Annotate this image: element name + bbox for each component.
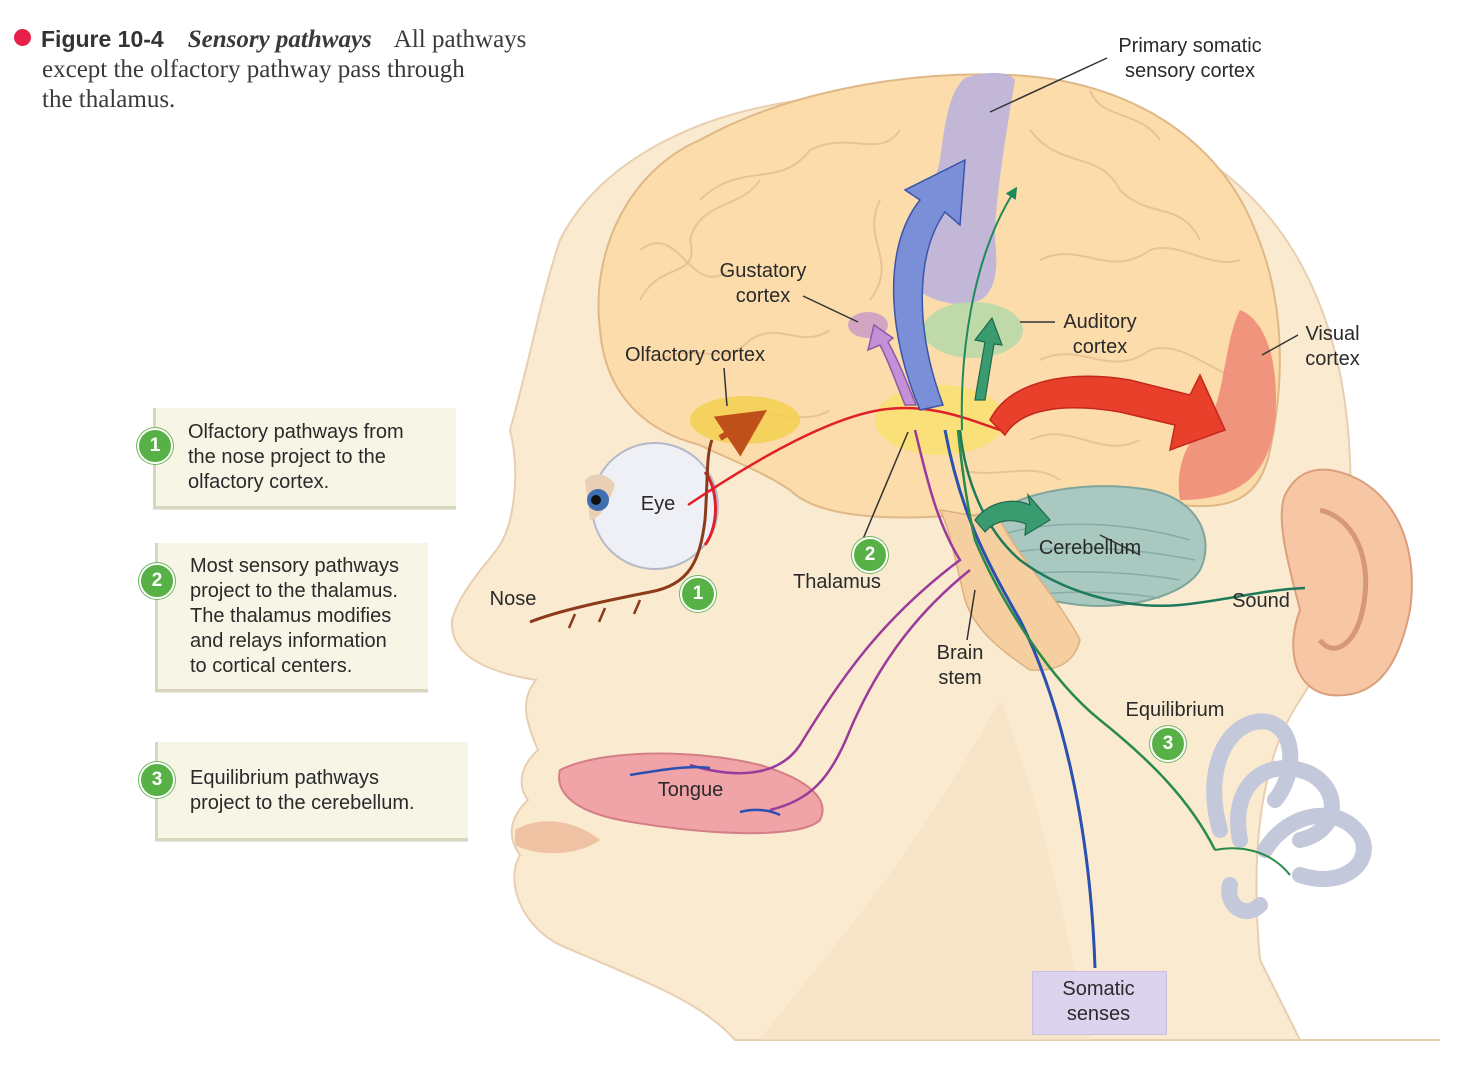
pupil xyxy=(591,495,601,505)
label-eye: Eye xyxy=(640,493,676,515)
diagram-badge-olfactory: 1 xyxy=(680,576,716,612)
somatic-cortex-region xyxy=(917,72,1015,305)
olfactory-arrow xyxy=(713,410,767,457)
olfactory-cortex-region xyxy=(690,396,800,444)
gustatory-pathway-1 xyxy=(689,429,962,775)
tongue-nerve-1 xyxy=(629,765,711,777)
label-line: Visual xyxy=(1305,323,1360,345)
label-cerebellum: Cerebellum xyxy=(1038,537,1142,559)
label-line: senses xyxy=(1066,1003,1131,1025)
callout-line: Olfactory pathways from xyxy=(188,421,404,443)
label-line: cortex xyxy=(735,285,791,307)
callout-equilibrium: Equilibrium pathways project to the cere… xyxy=(155,742,468,841)
callout-badge-1: 1 xyxy=(137,428,173,464)
caption-text-line3: the thalamus. xyxy=(42,86,176,113)
label-line: Brain xyxy=(936,642,984,664)
callout-line: Equilibrium pathways xyxy=(190,767,379,789)
olfactory-pathway xyxy=(529,439,714,624)
label-line: Primary somatic xyxy=(1118,35,1262,57)
neck-shading xyxy=(760,700,1090,1040)
gustatory-arrow xyxy=(866,323,918,406)
callout-thalamus: Most sensory pathways project to the tha… xyxy=(155,543,428,692)
callout-line: project to the thalamus. xyxy=(190,580,398,602)
label-visual-cortex: Visual cortex xyxy=(1290,322,1375,372)
figure-title: Sensory pathways xyxy=(187,26,372,53)
callout-badge-2: 2 xyxy=(139,563,175,599)
inner-ear xyxy=(1206,713,1372,919)
auditory-cortex-region xyxy=(923,302,1023,358)
ear-inner-fold xyxy=(1317,507,1369,651)
auditory-arrow xyxy=(973,316,1003,401)
callout-line: the nose project to the xyxy=(188,446,386,468)
diagram-badge-equilibrium: 3 xyxy=(1150,726,1186,762)
label-line: sensory cortex xyxy=(1124,60,1256,82)
callout-line: olfactory cortex. xyxy=(188,471,330,493)
label-line: Gustatory xyxy=(719,260,807,282)
label-somatic-senses: Somatic senses xyxy=(1032,977,1165,1027)
figure-number: Figure 10-4 xyxy=(41,26,164,52)
label-auditory-cortex: Auditory cortex xyxy=(1045,310,1155,360)
somatic-senses-box xyxy=(1032,971,1167,1035)
lower-lip xyxy=(515,821,600,854)
equilibrium-inner-ear-branch xyxy=(1214,847,1291,876)
somatic-arrow xyxy=(892,158,966,411)
brain-stem xyxy=(938,509,1081,671)
label-equilibrium: Equilibrium xyxy=(1125,699,1225,721)
cerebellum-arrow xyxy=(974,492,1051,537)
callout-thalamus-text: Most sensory pathways project to the tha… xyxy=(190,554,399,679)
label-line: cortex xyxy=(1072,336,1128,358)
callout-line: Most sensory pathways xyxy=(190,555,399,577)
callout-line: to cortical centers. xyxy=(190,655,353,677)
label-sound: Sound xyxy=(1232,590,1290,612)
visual-pathway xyxy=(687,406,1001,507)
caption-bullet-icon xyxy=(14,29,31,46)
callout-line: and relays information xyxy=(190,630,387,652)
equilibrium-pathway xyxy=(956,429,1217,851)
callout-line: project to the cerebellum. xyxy=(190,792,415,814)
callout-badge-3: 3 xyxy=(139,762,175,798)
label-gustatory-cortex: Gustatory cortex xyxy=(703,259,823,309)
label-brain-stem: Brain stem xyxy=(925,641,995,691)
caption-text-line1: All pathways xyxy=(393,26,527,53)
visual-cortex-region xyxy=(1178,310,1276,500)
callout-olfactory-text: Olfactory pathways from the nose project… xyxy=(188,420,404,495)
label-tongue: Tongue xyxy=(657,779,724,801)
nose-receptor-branches xyxy=(567,599,642,629)
label-thalamus: Thalamus xyxy=(793,571,881,593)
diagram-badge-thalamus: 2 xyxy=(852,537,888,573)
label-olfactory-cortex: Olfactory cortex xyxy=(624,344,766,366)
tongue-nerve-2 xyxy=(739,808,781,817)
callout-equilibrium-text: Equilibrium pathways project to the cere… xyxy=(190,766,415,816)
outer-ear xyxy=(1280,468,1413,697)
visual-arrow xyxy=(989,373,1227,452)
label-line: Auditory xyxy=(1063,311,1137,333)
auditory-ascending-line xyxy=(960,186,1018,431)
callout-olfactory: Olfactory pathways from the nose project… xyxy=(153,408,456,509)
label-primary-somatic-cortex: Primary somatic sensory cortex xyxy=(1090,34,1290,84)
caption-text-line2: except the olfactory pathway pass throug… xyxy=(42,56,465,83)
label-line: Somatic xyxy=(1062,978,1135,1000)
label-line: cortex xyxy=(1305,348,1360,370)
auditory-pathway xyxy=(958,429,1306,607)
gustatory-pathway-2 xyxy=(769,569,971,812)
callout-line: The thalamus modifies xyxy=(190,605,392,627)
label-nose: Nose xyxy=(489,588,537,610)
label-line: stem xyxy=(938,667,982,689)
tongue xyxy=(558,752,824,835)
